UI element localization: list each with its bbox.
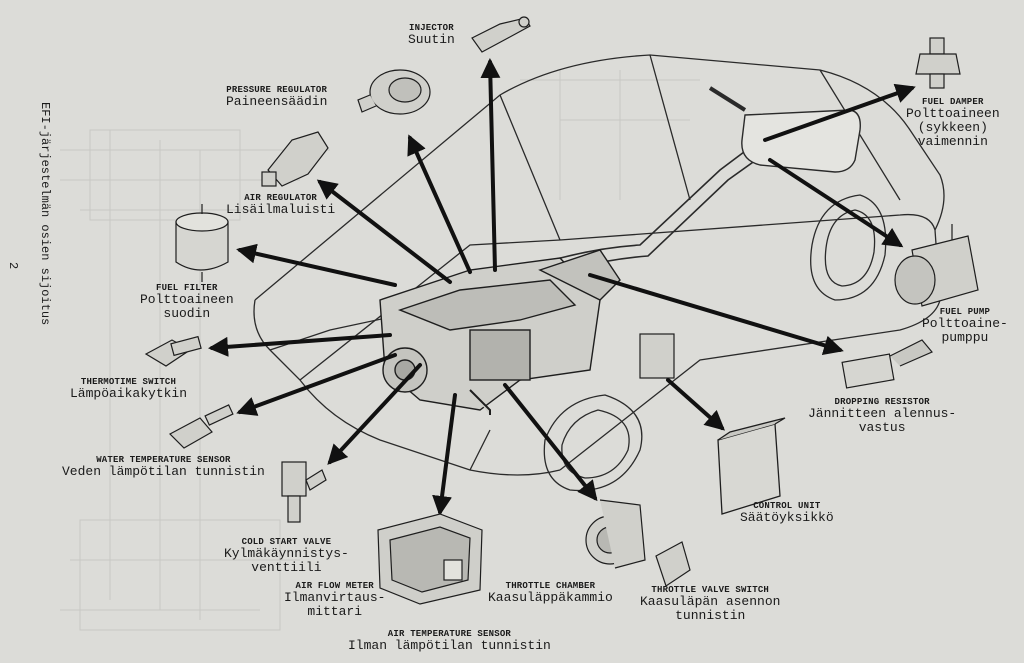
throttle-chamber-icon [585, 499, 646, 569]
arrow-fuel-damper [763, 83, 916, 142]
water-temp-sensor-icon [169, 404, 234, 449]
arrow-fuel-pump [768, 158, 904, 248]
label-fuel-damper: FUEL DAMPER Polttoaineen (sykkeen) vaime… [906, 97, 1000, 149]
fuel-filter-icon [175, 204, 229, 282]
arrow-air-regulator [316, 179, 452, 284]
label-air-temp-sensor: AIR TEMPERATURE SENSOR Ilman lämpötilan … [348, 629, 551, 654]
background-schematic [60, 70, 700, 631]
page-number: 2 [6, 262, 20, 270]
label-control-unit: CONTROL UNIT Säätöyksikkö [740, 501, 834, 526]
label-throttle-chamber: THROTTLE CHAMBER Kaasuläppäkammio [488, 581, 613, 606]
arrow-pressure-regulator [407, 134, 472, 274]
label-fuel-pump: FUEL PUMP Polttoaine- pumppu [922, 307, 1008, 346]
label-injector: INJECTOR Suutin [408, 23, 455, 48]
control-unit-icon [717, 417, 786, 515]
pointer-arrows [208, 58, 916, 516]
label-air-regulator: AIR REGULATOR Lisäilmaluisti [226, 193, 336, 218]
label-cold-start-valve: COLD START VALVE Kylmäkäynnistys- ventti… [224, 537, 349, 576]
label-dropping-resistor: DROPPING RESISTOR Jännitteen alennus- va… [808, 397, 957, 436]
arrow-injector [480, 58, 501, 272]
side-caption: EFI-järjestelmän osien sijoitus [38, 102, 52, 326]
dropping-resistor-icon [841, 339, 933, 389]
arrow-cold-start [327, 363, 422, 465]
label-throttle-valve-switch: THROTTLE VALVE SWITCH Kaasuläpän asennon… [640, 585, 781, 624]
arrow-air-flow [432, 393, 457, 516]
cold-start-valve-icon [281, 461, 327, 523]
fuel-pump-icon [894, 224, 979, 307]
air-regulator-icon [261, 131, 329, 187]
arrow-dropping-resistor [588, 273, 844, 355]
fuel-damper-icon [915, 37, 961, 89]
thermotime-switch-icon [144, 335, 202, 367]
label-air-flow-meter: AIR FLOW METER Ilmanvirtaus- mittari [284, 581, 386, 620]
label-water-temp-sensor: WATER TEMPERATURE SENSOR Veden lämpötila… [62, 455, 265, 480]
injector-icon [471, 16, 531, 53]
throttle-valve-switch-icon [655, 541, 691, 587]
arrow-fuel-filter [236, 243, 397, 287]
label-fuel-filter: FUEL FILTER Polttoaineen suodin [140, 283, 234, 322]
label-thermotime-switch: THERMOTIME SWITCH Lämpöaikakytkin [70, 377, 188, 402]
pressure-regulator-icon [357, 69, 431, 115]
arrow-throttle [503, 383, 598, 502]
engine [379, 249, 621, 415]
arrow-thermotime-switch [208, 333, 392, 357]
arrow-control-unit [666, 378, 725, 431]
arrow-water-temp [236, 353, 397, 416]
fuel-tank [708, 86, 861, 173]
relay-icon [639, 333, 675, 379]
label-pressure-regulator: PRESSURE REGULATOR Paineensäädin [226, 85, 328, 110]
air-flow-meter-icon [377, 513, 483, 605]
